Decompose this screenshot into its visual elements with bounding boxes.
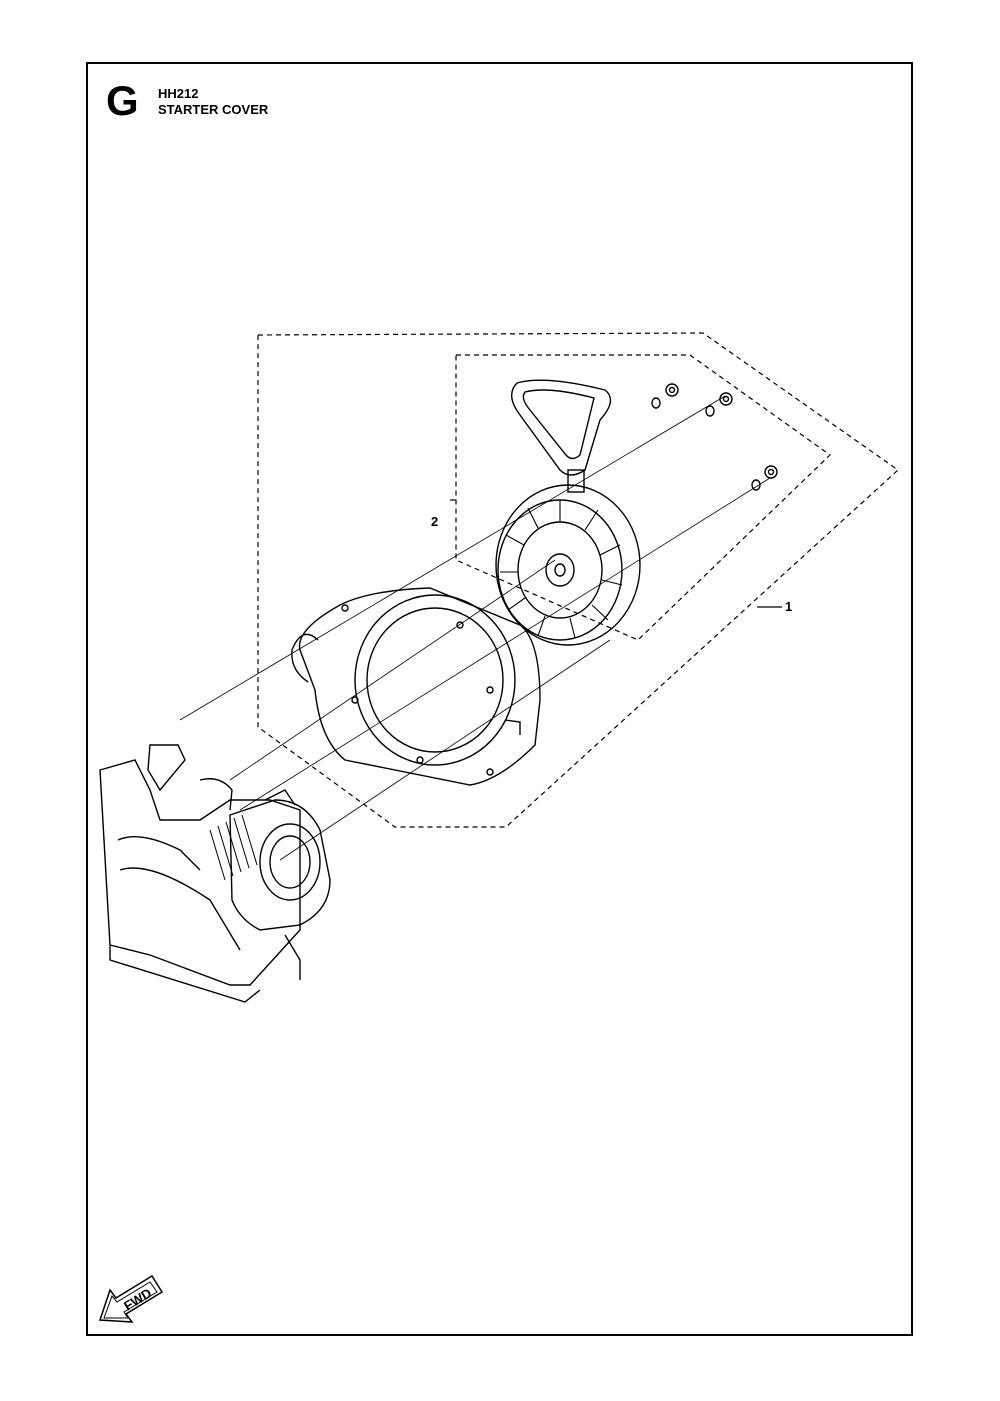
- page-title: STARTER COVER: [158, 102, 269, 117]
- fan-shroud: [291, 587, 541, 786]
- fwd-arrow-icon: FWD: [98, 1274, 164, 1323]
- page-frame: [86, 62, 913, 1336]
- bolt-set: [651, 383, 778, 491]
- model-code: HH212: [158, 86, 199, 101]
- section-letter: G: [106, 77, 139, 124]
- assembly-boundary-1: [257, 332, 899, 828]
- recoil-starter: [495, 379, 778, 646]
- callout-2: 2: [431, 514, 438, 529]
- callout-1: 1: [785, 599, 792, 614]
- engine-crankcase: [99, 744, 331, 1003]
